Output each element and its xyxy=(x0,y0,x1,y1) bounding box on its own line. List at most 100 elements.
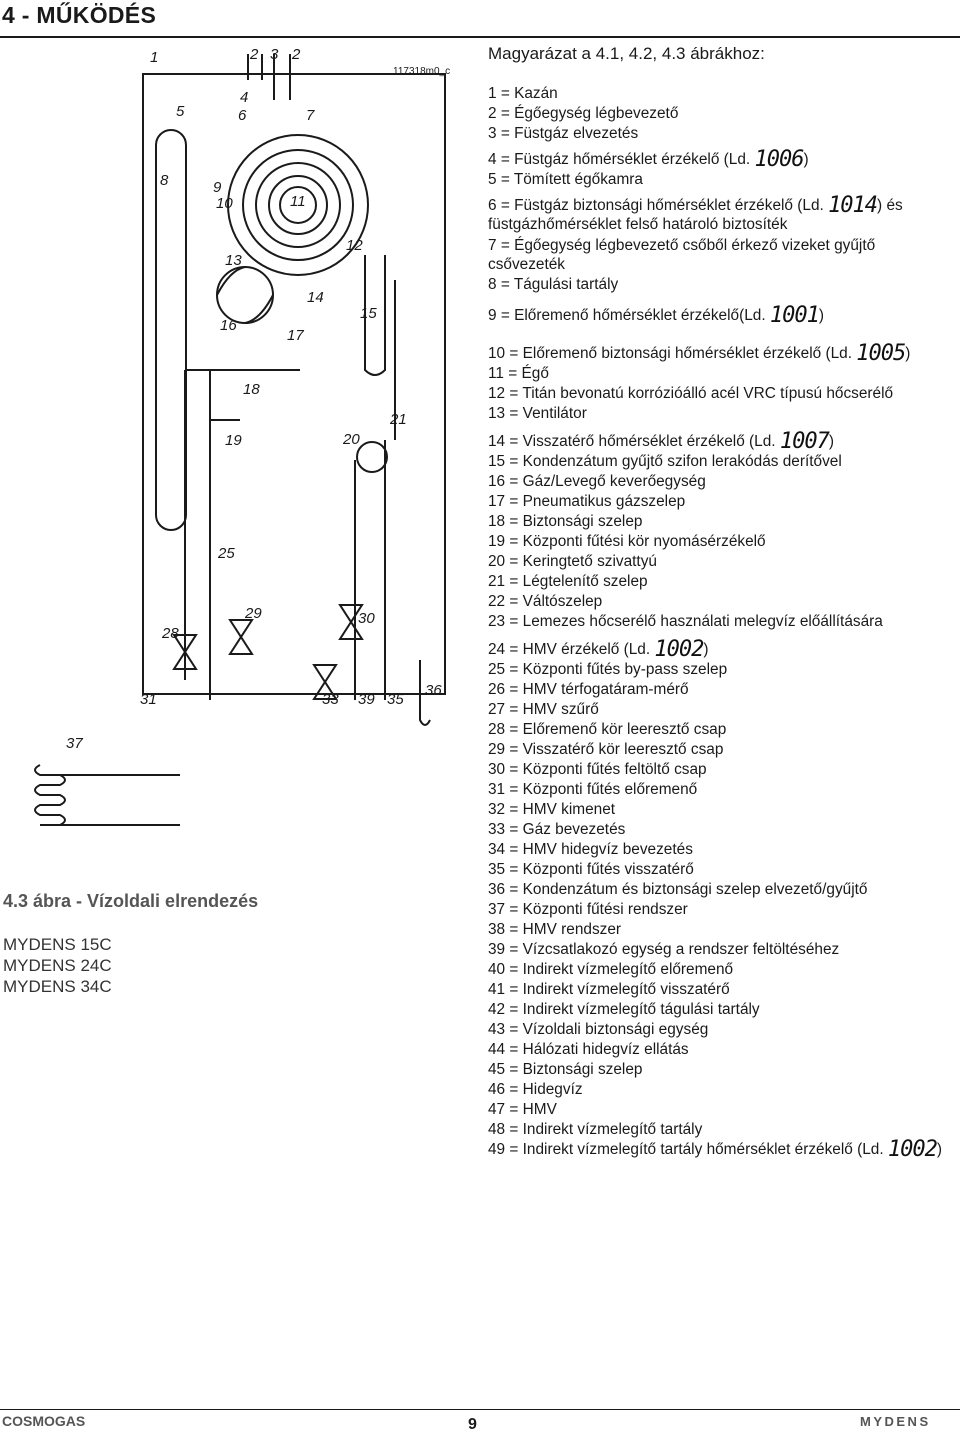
display-code: 1002 xyxy=(887,1137,938,1162)
legend-item: 13 = Ventilátor xyxy=(488,404,956,423)
legend-item: 19 = Központi fűtési kör nyomásérzékelő xyxy=(488,532,956,551)
legend-item: 34 = HMV hidegvíz bevezetés xyxy=(488,840,956,859)
callout-29: 29 xyxy=(244,605,262,622)
callout-16: 16 xyxy=(220,317,237,334)
callout-6: 6 xyxy=(238,107,247,124)
legend-item: 4 = Füstgáz hőmérséklet érzékelő (Ld. 10… xyxy=(488,149,956,171)
section-title: 4 - MŰKÖDÉS xyxy=(2,2,157,28)
legend-text: 31 = Központi fűtés előremenő xyxy=(488,781,698,798)
legend-item: 23 = Lemezes hőcserélő használati melegv… xyxy=(488,612,956,631)
legend-text-suffix: ) xyxy=(905,345,911,362)
model-name: MYDENS 24C xyxy=(3,956,112,975)
legend-text: 48 = Indirekt vízmelegítő tartály xyxy=(488,1121,703,1138)
legend-text: 8 = Tágulási tartály xyxy=(488,276,619,293)
display-code: 1005 xyxy=(856,341,906,366)
legend-item: 38 = HMV rendszer xyxy=(488,920,956,939)
callout-11: 11 xyxy=(290,193,306,210)
legend-text: 20 = Keringtető szivattyú xyxy=(488,553,657,570)
legend-title: Magyarázat a 4.1, 4.2, 4.3 ábrákhoz: xyxy=(488,44,765,63)
legend-item: 2 = Égőegység légbevezető xyxy=(488,104,956,123)
legend-item: 46 = Hidegvíz xyxy=(488,1080,956,1099)
legend-item: 6 = Füstgáz biztonsági hőmérséklet érzék… xyxy=(488,195,956,234)
callout-5: 5 xyxy=(176,103,185,120)
legend-text: 37 = Központi fűtési rendszer xyxy=(488,901,688,918)
legend-item: 40 = Indirekt vízmelegítő előremenő xyxy=(488,960,956,979)
page-header: 4 - MŰKÖDÉS xyxy=(0,0,960,40)
legend-item: 10 = Előremenő biztonsági hőmérséklet ér… xyxy=(488,341,956,366)
legend-item: 1 = Kazán xyxy=(488,84,956,103)
legend-text: 47 = HMV xyxy=(488,1101,557,1118)
legend-item: 16 = Gáz/Levegő keverőegység xyxy=(488,472,956,491)
callout-36: 36 xyxy=(425,682,442,699)
legend-item: 35 = Központi fűtés visszatérő xyxy=(488,860,956,879)
header-rule xyxy=(0,36,960,38)
legend-item: 37 = Központi fűtési rendszer xyxy=(488,900,956,919)
legend-text: 44 = Hálózati hidegvíz ellátás xyxy=(488,1041,689,1058)
legend-text: 32 = HMV kimenet xyxy=(488,801,616,818)
legend-text: 3 = Füstgáz elvezetés xyxy=(488,125,639,142)
footer-rule xyxy=(0,1409,960,1410)
legend-item: 3 = Füstgáz elvezetés xyxy=(488,124,956,143)
legend-text: 38 = HMV rendszer xyxy=(488,921,622,938)
legend-text: 30 = Központi fűtés feltöltő csap xyxy=(488,761,707,778)
callout-2a: 2 xyxy=(249,46,259,63)
legend-item: 20 = Keringtető szivattyú xyxy=(488,552,956,571)
legend-text: 41 = Indirekt vízmelegítő visszatérő xyxy=(488,981,730,998)
legend-item: 45 = Biztonsági szelep xyxy=(488,1060,956,1079)
legend-text: 35 = Központi fűtés visszatérő xyxy=(488,861,694,878)
legend-item: 24 = HMV érzékelő (Ld. 1002) xyxy=(488,639,956,661)
callout-3: 3 xyxy=(270,46,279,63)
legend-text: 42 = Indirekt vízmelegítő tágulási tartá… xyxy=(488,1001,760,1018)
legend-text: 6 = Füstgáz biztonsági hőmérséklet érzék… xyxy=(488,197,829,214)
callout-12: 12 xyxy=(346,237,363,254)
legend-text: 17 = Pneumatikus gázszelep xyxy=(488,493,686,510)
callout-9: 9 xyxy=(213,179,222,196)
callout-33: 33 xyxy=(322,691,339,708)
legend-text: 49 = Indirekt vízmelegítő tartály hőmérs… xyxy=(488,1141,888,1158)
callout-39: 39 xyxy=(358,691,375,708)
callout-30: 30 xyxy=(358,610,375,627)
callout-31: 31 xyxy=(140,691,157,708)
legend-item: 27 = HMV szűrő xyxy=(488,700,956,719)
legend-item: 12 = Titán bevonatú korrózióálló acél VR… xyxy=(488,384,956,403)
legend-text-suffix: ) és füstgázhőmérséklet felső határoló b… xyxy=(488,197,903,233)
legend-text: 26 = HMV térfogatáram-mérő xyxy=(488,681,689,698)
hydraulic-diagram: 1 2 3 2 4 5 6 7 8 9 10 11 12 13 14 15 16… xyxy=(0,40,470,870)
legend-text: 45 = Biztonsági szelep xyxy=(488,1061,643,1078)
callout-8: 8 xyxy=(160,172,169,189)
legend-text: 5 = Tömített égőkamra xyxy=(488,171,643,188)
callout-14: 14 xyxy=(307,289,324,306)
legend-item: 48 = Indirekt vízmelegítő tartály xyxy=(488,1120,956,1139)
callout-10: 10 xyxy=(216,195,233,212)
figure-caption: 4.3 ábra - Vízoldali elrendezés xyxy=(3,891,259,911)
callout-35: 35 xyxy=(387,691,404,708)
legend-text: 18 = Biztonsági szelep xyxy=(488,513,643,530)
legend-item: 5 = Tömített égőkamra xyxy=(488,170,956,189)
figure-code: 117318m0_c xyxy=(393,66,450,77)
legend-item: 21 = Légtelenítő szelep xyxy=(488,572,956,591)
legend-item: 32 = HMV kimenet xyxy=(488,800,956,819)
legend-item: 14 = Visszatérő hőmérséklet érzékelő (Ld… xyxy=(488,431,956,453)
legend-item: 7 = Égőegység légbevezető csőből érkező … xyxy=(488,236,956,274)
legend-text-suffix: ) xyxy=(818,307,825,324)
diagram-drawing: 1 2 3 2 4 5 6 7 8 9 10 11 12 13 14 15 16… xyxy=(34,46,450,826)
callout-19: 19 xyxy=(225,432,242,449)
legend-item: 31 = Központi fűtés előremenő xyxy=(488,780,956,799)
footer-brand: COSMOGAS xyxy=(2,1413,86,1429)
legend-item: 15 = Kondenzátum gyűjtő szifon lerakódás… xyxy=(488,452,956,471)
legend-item: 8 = Tágulási tartály xyxy=(488,275,956,294)
callout-21: 21 xyxy=(389,411,407,428)
legend-text: 13 = Ventilátor xyxy=(488,405,587,422)
legend-text: 34 = HMV hidegvíz bevezetés xyxy=(488,841,693,858)
legend-text-suffix: ) xyxy=(936,1141,943,1158)
legend-text-suffix: ) xyxy=(828,433,834,450)
legend-text: 33 = Gáz bevezetés xyxy=(488,821,626,838)
legend-text: 14 = Visszatérő hőmérséklet érzékelő (Ld… xyxy=(488,433,780,450)
legend-text: 21 = Légtelenítő szelep xyxy=(488,573,648,590)
legend-text: 19 = Központi fűtési kör nyomásérzékelő xyxy=(488,533,766,550)
legend-item: 11 = Égő xyxy=(488,364,956,383)
legend-item: 44 = Hálózati hidegvíz ellátás xyxy=(488,1040,956,1059)
model-name: MYDENS 15C xyxy=(3,935,112,954)
legend-item: 26 = HMV térfogatáram-mérő xyxy=(488,680,956,699)
legend-text: 1 = Kazán xyxy=(488,85,558,102)
